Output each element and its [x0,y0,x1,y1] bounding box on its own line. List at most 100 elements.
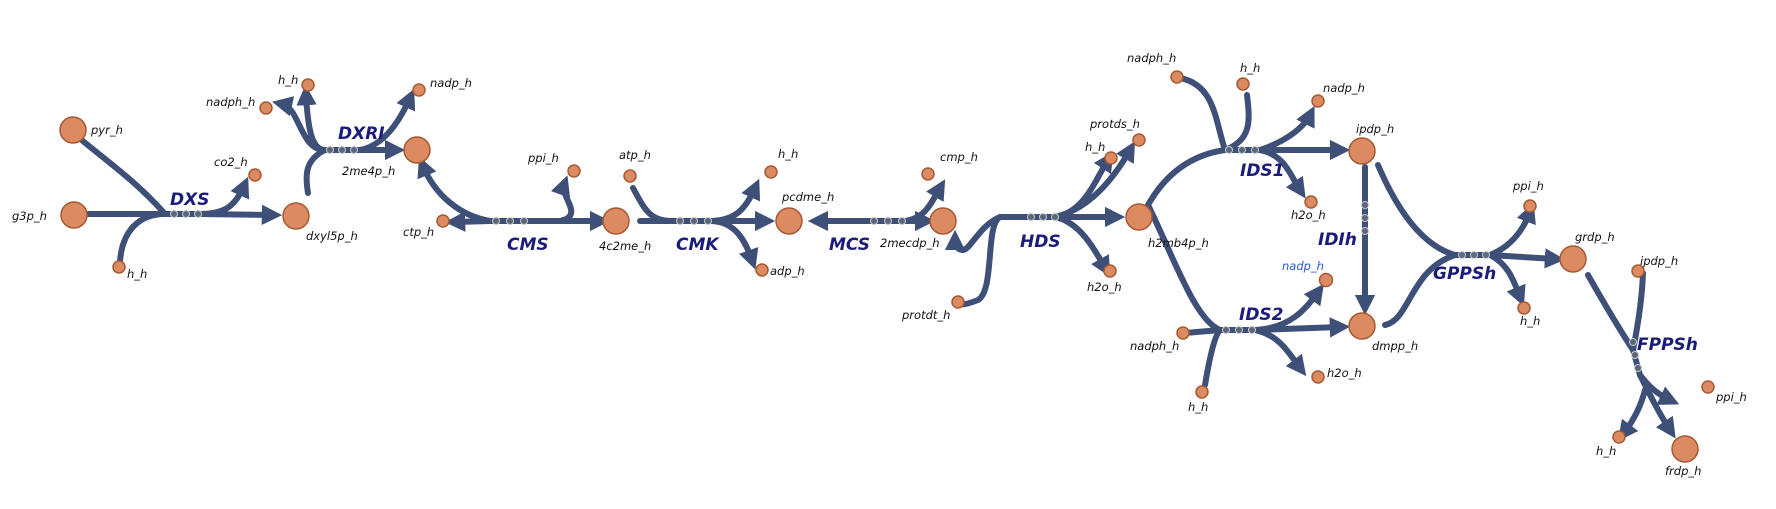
metabolite-label-g3p: g3p_h [12,209,47,223]
metabolite-label-nadph-dxr: nadph_h [206,95,255,109]
metabolite-label-h-gpps: h_h [1520,314,1540,328]
metabolite-label-nadph-ids2: nadph_h [1130,339,1179,353]
metabolite-label-pcdme: pcdme_h [781,190,834,204]
reaction-ids1-edges [1145,75,1351,208]
reaction-dxs-edges [69,129,283,265]
metabolite-label-protds: protds_h [1089,117,1140,131]
metabolite-label-frdp: frdp_h [1665,464,1701,478]
node-atp[interactable] [623,169,637,183]
metabolite-label-h-ids2: h_h [1188,400,1208,414]
metabolite-label-h-dxr: h_h [278,73,298,87]
metabolite-label-h-cmk: h_h [778,147,798,161]
reaction-label-dxri[interactable]: DXRI [338,124,385,144]
metabolite-label-h-hds: h_h [1085,140,1105,154]
metabolite-label-h-fpps: h_h [1596,444,1616,458]
reaction-label-dxs[interactable]: DXS [170,190,209,210]
metabolite-label-pyr: pyr_h [90,123,123,137]
metabolite-label-ctp: ctp_h [403,225,434,239]
reaction-label-gppsh[interactable]: GPPSh [1433,264,1496,284]
node-protdt[interactable] [951,295,965,309]
node-h-ids1[interactable] [1236,77,1250,91]
reaction-label-mcs[interactable]: MCS [829,235,870,255]
metabolite-label-co2: co2_h [214,155,248,169]
metabolite-label-ipdp-fpps: ipdp_h [1640,254,1678,268]
node-2me4p[interactable] [403,136,431,164]
reaction-label-idih[interactable]: IDIh [1318,230,1357,250]
metabolite-label-ppi-cms: ppi_h [527,151,559,165]
node-2mecdp[interactable] [929,207,957,235]
reaction-label-cms[interactable]: CMS [507,235,549,255]
metabolite-label-h-ids1: h_h [1240,61,1260,75]
metabolite-nodes [59,70,1715,463]
metabolite-label-ppi-fpps: ppi_h [1715,390,1747,404]
metabolite-label-cmp: cmp_h [940,150,978,164]
metabolite-labels: pyr_h g3p_h h_h co2_h dxyl5p_h nadph_h h… [12,51,1747,478]
node-h-gpps[interactable] [1517,301,1531,315]
metabolite-label-ppi-gpps: ppi_h [1512,179,1544,193]
node-ppi-fpps[interactable] [1701,380,1715,394]
reaction-label-hds[interactable]: HDS [1020,232,1061,252]
metabolite-label-grdp: grdp_h [1575,230,1615,244]
metabolite-label-protdt: protdt_h [901,308,950,322]
node-nadp-ids1[interactable] [1311,94,1325,108]
node-ipdp-main[interactable] [1348,137,1376,165]
node-h2o-ids2[interactable] [1311,370,1325,384]
metabolite-label-4c2me: 4c2me_h [599,239,651,253]
metabolite-label-nadp-ids2: nadp_h [1282,259,1324,273]
node-h-ids2[interactable] [1195,385,1209,399]
node-nadph-ids1[interactable] [1170,70,1184,84]
reaction-fppsh-edges [1585,270,1680,442]
reaction-label-fppsh[interactable]: FPPSh [1637,335,1698,355]
node-h2o-ids1[interactable] [1304,195,1318,209]
node-h-dxr[interactable] [301,78,315,92]
node-ctp[interactable] [436,214,450,228]
node-pyr[interactable] [59,116,87,144]
node-nadp-ids2[interactable] [1318,272,1334,288]
node-cmp[interactable] [921,167,935,181]
metabolite-label-h2o-ids2: h2o_h [1327,366,1362,380]
node-ppi-gpps[interactable] [1523,199,1537,213]
node-dxyl5p[interactable] [282,202,310,230]
reaction-label-ids2[interactable]: IDS2 [1239,305,1284,325]
node-4c2me[interactable] [602,207,630,235]
node-ppi-cms[interactable] [567,164,581,178]
reaction-label-cmk[interactable]: CMK [676,235,720,255]
node-nadph-dxr[interactable] [259,101,273,115]
metabolite-label-2mecdp: 2mecdp_h [880,236,940,250]
node-ipdp-fpps[interactable] [1631,264,1645,278]
reaction-dxri-edges [272,84,416,196]
node-protds[interactable] [1132,133,1146,147]
reaction-mcs-edges [807,179,946,232]
node-h-dxs[interactable] [112,260,126,274]
reaction-labels: DXS DXRI CMS CMK MCS HDS IDS1 IDS2 IDIh … [170,124,1698,355]
node-nadp-dxr[interactable] [412,83,426,97]
node-frdp[interactable] [1671,435,1699,463]
node-h2mb4p[interactable] [1125,203,1153,231]
metabolite-label-nadp-dxr: nadp_h [430,76,472,90]
metabolite-label-2me4p: 2me4p_h [342,164,395,178]
metabolite-label-nadp-ids1: nadp_h [1323,81,1365,95]
node-h-cmk[interactable] [764,165,778,179]
metabolite-label-dxyl5p: dxyl5p_h [306,229,358,243]
node-grdp[interactable] [1559,245,1587,273]
node-pcdme[interactable] [775,207,803,235]
node-co2[interactable] [248,168,262,182]
reaction-hds-edges [944,141,1136,308]
node-h2o-hds[interactable] [1103,264,1117,278]
node-h-fpps[interactable] [1612,430,1626,444]
node-g3p[interactable] [60,201,88,229]
metabolite-label-h2o-ids1: h2o_h [1291,208,1326,222]
metabolite-label-h-dxs: h_h [127,267,147,281]
metabolite-label-atp: atp_h [619,148,651,162]
reaction-ids2-edges [1145,202,1351,388]
metabolite-label-ipdp-main: ipdp_h [1356,122,1394,136]
metabolite-label-h2mb4p: h2mb4p_h [1148,236,1209,250]
node-h-hds[interactable] [1104,151,1118,165]
node-nadph-ids2[interactable] [1176,326,1190,340]
node-dmpp[interactable] [1348,312,1376,340]
metabolite-label-nadph-ids1: nadph_h [1127,51,1176,65]
reaction-label-ids1[interactable]: IDS1 [1240,161,1285,181]
node-adp[interactable] [755,263,769,277]
metabolite-label-dmpp: dmpp_h [1372,339,1418,353]
